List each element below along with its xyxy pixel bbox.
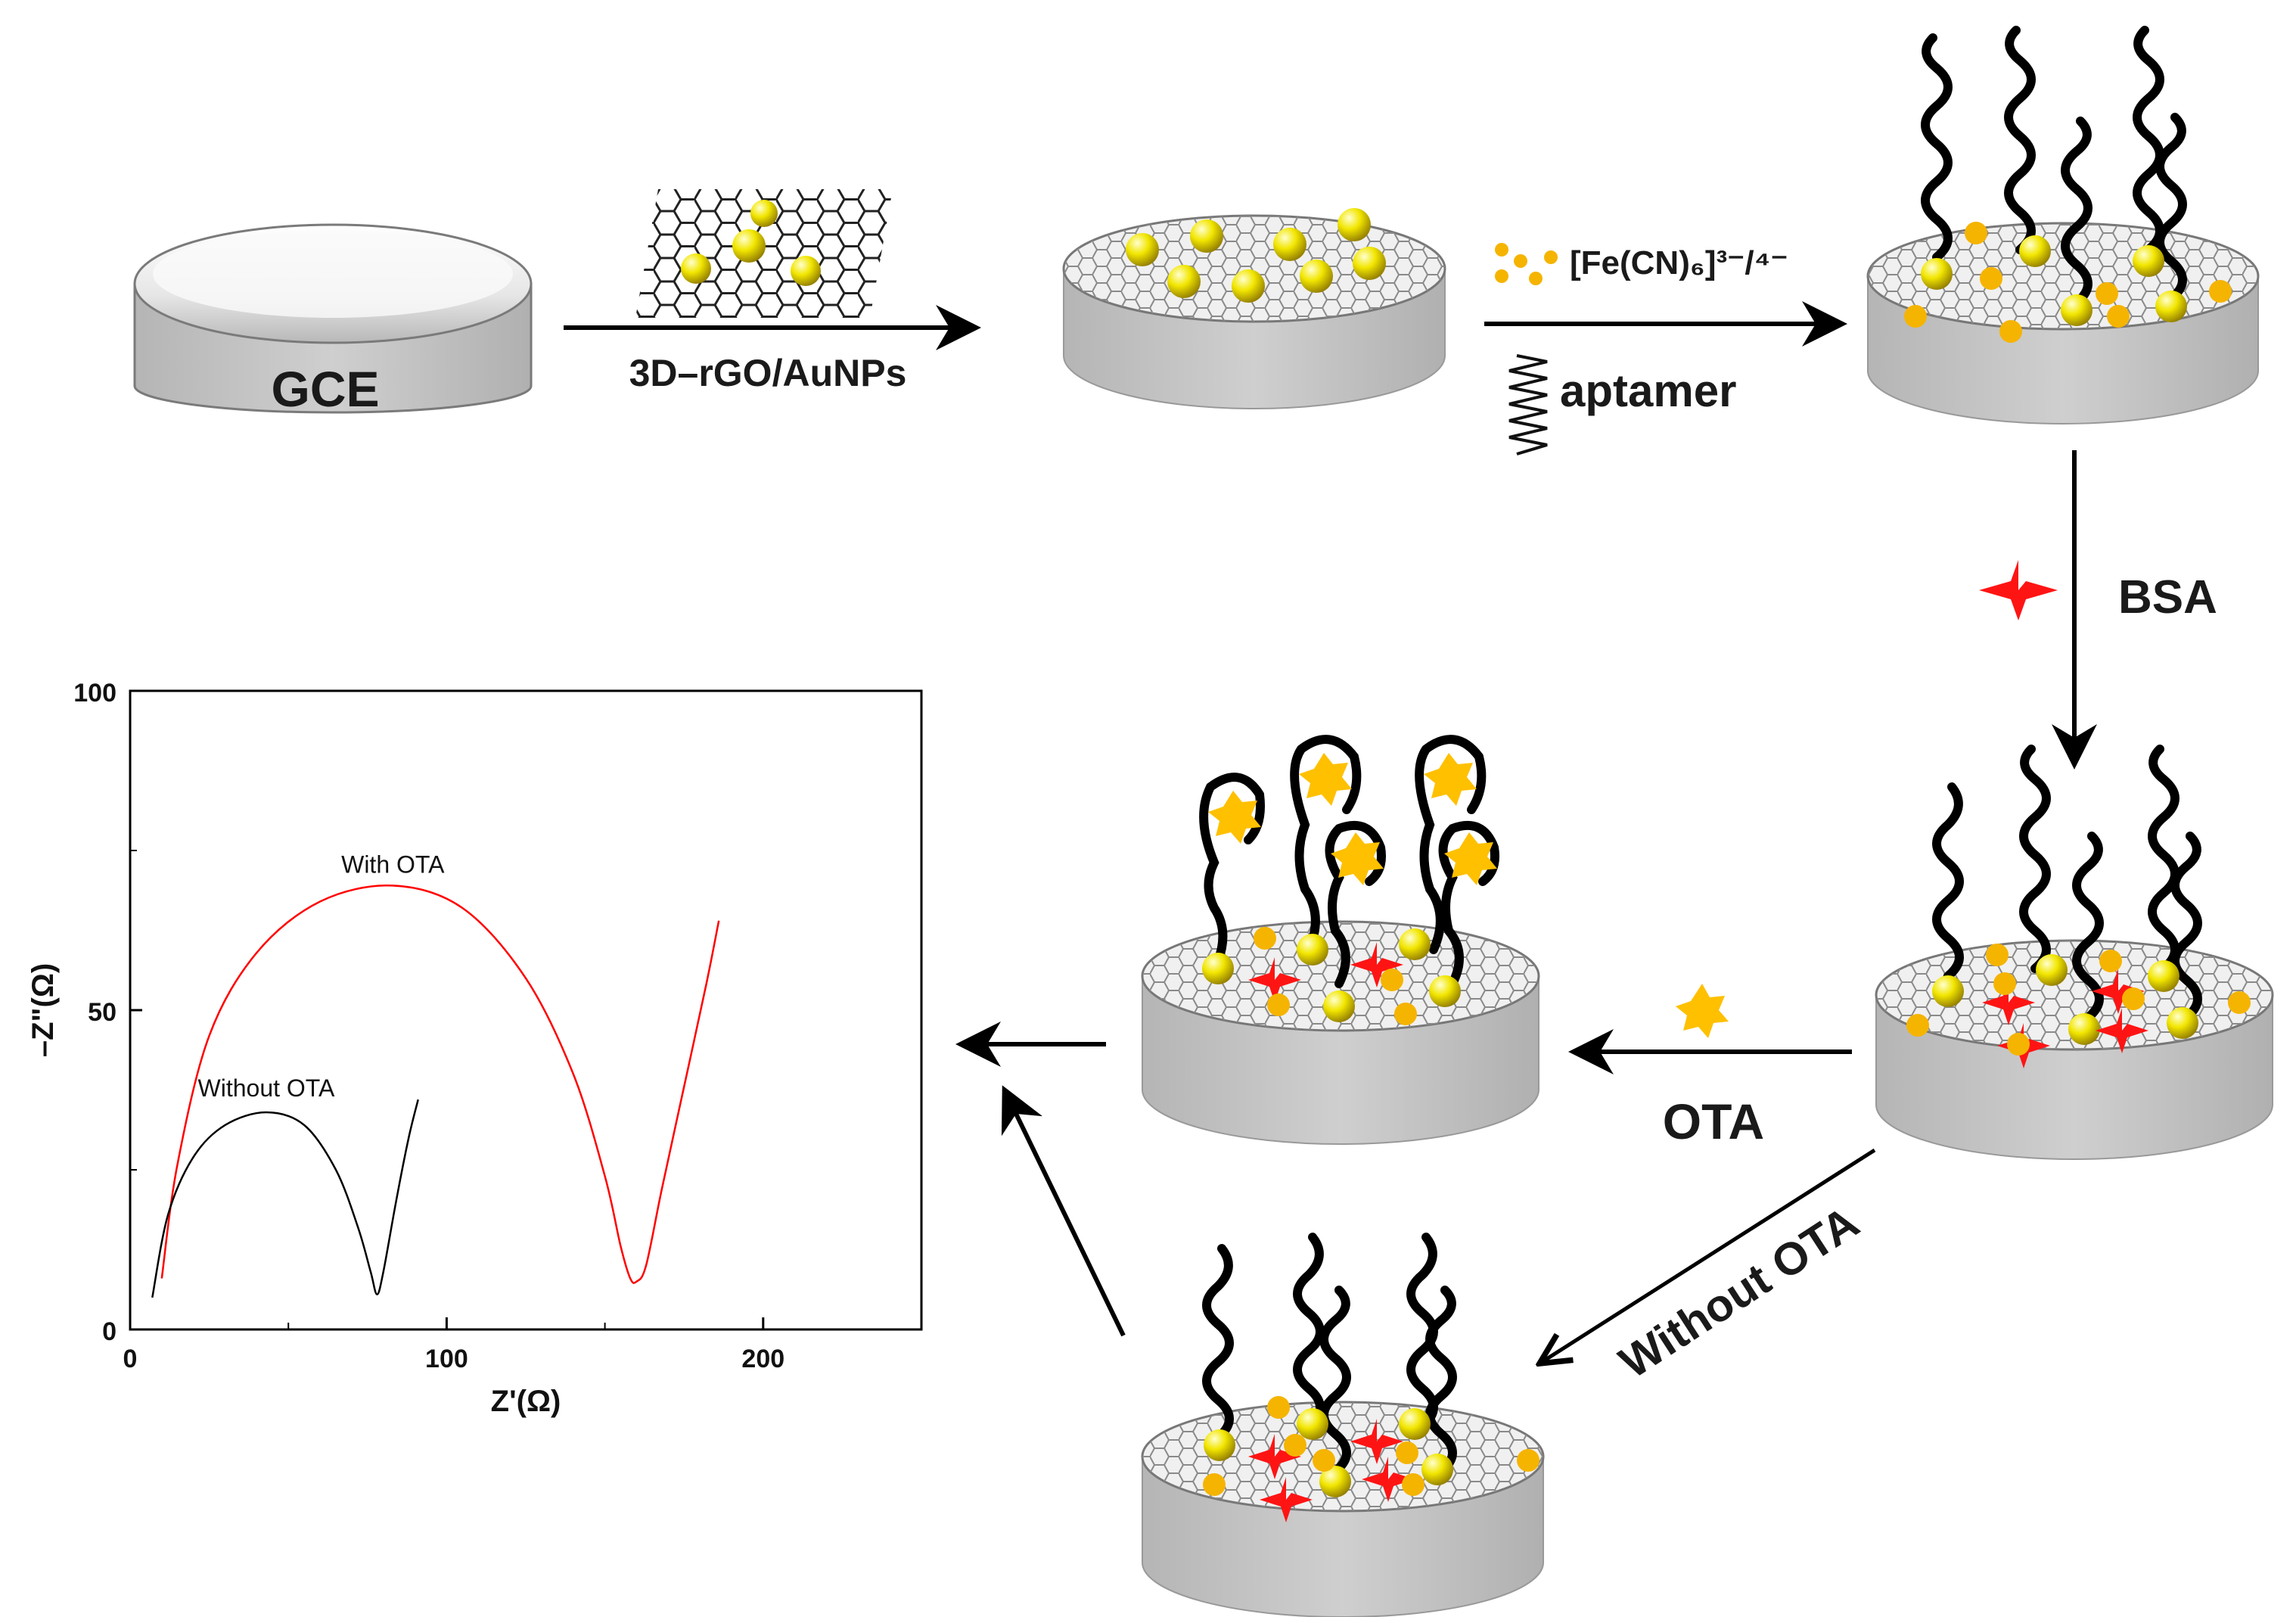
y-axis-title: –Z"(Ω) — [26, 963, 60, 1057]
plot-series: With OTA Without OTA — [151, 851, 720, 1298]
redox-probe-dots-icon — [1254, 927, 1417, 1025]
x-axis: 0 100 200 — [123, 1317, 784, 1373]
aptamer-strands — [1202, 1233, 1457, 1476]
y-axis: 0 50 100 — [73, 679, 142, 1346]
ota-label: OTA — [1663, 1093, 1764, 1149]
y-tick-label: 50 — [88, 998, 117, 1027]
gold-nanoparticle-icon — [1932, 954, 2198, 1045]
ota-molecule-icon — [1676, 984, 1729, 1038]
plot-frame — [129, 689, 923, 1331]
x-axis-title: Z'(Ω) — [491, 1385, 561, 1418]
redox-probe-dots-icon — [1906, 944, 2251, 1056]
gold-nanoparticle-icon — [1126, 208, 1386, 303]
series-line-with-ota — [160, 884, 720, 1284]
bsa-label: BSA — [2118, 571, 2217, 623]
x-tick-label: 100 — [425, 1345, 468, 1373]
aptamer-electrode — [1866, 26, 2260, 424]
nyquist-plot: 0 50 100 0 100 200 With OTA Without OTA –Z"(Ω… — [26, 679, 923, 1418]
series-label: Without OTA — [198, 1074, 335, 1102]
y-tick-label: 100 — [73, 679, 117, 707]
ota-bound-electrode — [1141, 735, 1540, 1145]
ota-molecule-icon — [1208, 753, 1497, 885]
series-line-without-ota — [151, 1099, 419, 1298]
gold-nanoparticle-icon — [681, 200, 821, 286]
x-tick-label: 200 — [741, 1345, 784, 1373]
gold-nanoparticle-icon — [1921, 235, 2187, 326]
x-tick-label: 0 — [123, 1345, 138, 1373]
modified-electrode — [1062, 208, 1446, 409]
bsa-star-icon — [1248, 942, 1403, 1003]
arrow-icon — [1539, 1148, 1876, 1364]
gce-label: GCE — [271, 361, 379, 417]
gce-electrode: GCE — [133, 223, 533, 417]
graphene-sheet-icon — [635, 189, 893, 318]
arrow-icon — [1001, 1085, 1126, 1337]
aptamer-strands — [1921, 26, 2187, 307]
bsa-star-icon — [1979, 560, 2058, 620]
y-tick-label: 0 — [102, 1317, 117, 1346]
no-ota-electrode — [1141, 1233, 1545, 1617]
aptamer-coil-icon — [1508, 354, 1548, 456]
gold-nanoparticle-icon — [1202, 928, 1461, 1022]
aptamer-strands — [1932, 745, 2202, 1022]
aptamer-ota-complexes — [1199, 735, 1499, 988]
aptamer-label: aptamer — [1560, 365, 1736, 416]
step1-label: 3D–rGO/AuNPs — [629, 352, 907, 394]
redox-probe-dots-icon — [1203, 1396, 1539, 1496]
redox-probe-label: [Fe(CN)₆]³⁻/⁴⁻ — [1570, 244, 1788, 281]
bsa-blocked-electrode — [1875, 745, 2274, 1160]
series-label: With OTA — [341, 851, 445, 878]
redox-probe-dots-icon — [1904, 222, 2232, 343]
redox-probe-dots-icon — [1495, 243, 1558, 285]
bsa-star-icon — [1248, 1419, 1415, 1522]
gold-nanoparticle-icon — [1204, 1408, 1453, 1497]
